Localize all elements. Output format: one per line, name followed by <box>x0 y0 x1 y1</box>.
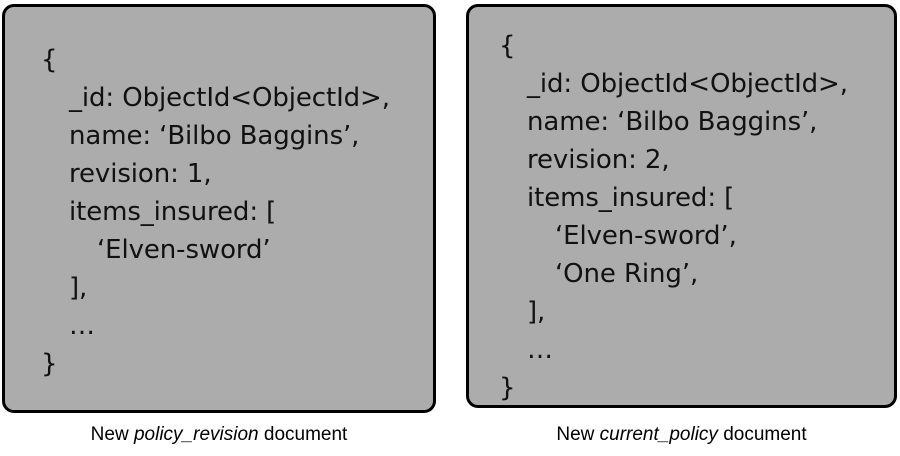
caption-collection-name: policy_revision <box>133 424 259 445</box>
code-line: … <box>527 335 553 365</box>
code-line: ‘Elven-sword’, <box>555 221 737 251</box>
code-line: name: ‘Bilbo Baggins’, <box>69 121 360 151</box>
code-line: items_insured: [ <box>527 183 735 213</box>
code-line: } <box>41 349 58 379</box>
policy-revision-caption: New policy_revision document <box>2 424 436 446</box>
code-line: ‘Elven-sword’ <box>97 235 271 265</box>
code-line: { <box>41 45 58 75</box>
code-line: _id: ObjectId<ObjectId>, <box>69 83 390 113</box>
current-policy-caption: New current_policy document <box>466 424 897 446</box>
code-line: … <box>69 311 95 341</box>
code-line: { <box>499 31 516 61</box>
policy-revision-document-panel: { _id: ObjectId<ObjectId>, name: ‘Bilbo Ba… <box>2 4 436 413</box>
code-line: ], <box>69 273 88 303</box>
current-policy-document-panel: { _id: ObjectId<ObjectId>, name: ‘Bilbo Ba… <box>466 4 897 408</box>
code-line: revision: 1, <box>69 159 212 189</box>
code-line: name: ‘Bilbo Baggins’, <box>527 107 818 137</box>
code-line: } <box>499 373 516 403</box>
caption-prefix: New <box>90 424 134 445</box>
code-line: ], <box>527 297 546 327</box>
caption-collection-name: current_policy <box>599 424 718 445</box>
code-line: revision: 2, <box>527 145 670 175</box>
current-policy-code-block: { _id: ObjectId<ObjectId>, name: ‘Bilbo Ba… <box>469 7 894 407</box>
policy-revision-code-block: { _id: ObjectId<ObjectId>, name: ‘Bilbo Ba… <box>5 7 433 383</box>
caption-suffix: document <box>258 424 348 445</box>
code-line: ‘One Ring’, <box>555 259 699 289</box>
caption-suffix: document <box>717 424 807 445</box>
code-line: _id: ObjectId<ObjectId>, <box>527 69 848 99</box>
caption-prefix: New <box>556 424 600 445</box>
code-line: items_insured: [ <box>69 197 277 227</box>
